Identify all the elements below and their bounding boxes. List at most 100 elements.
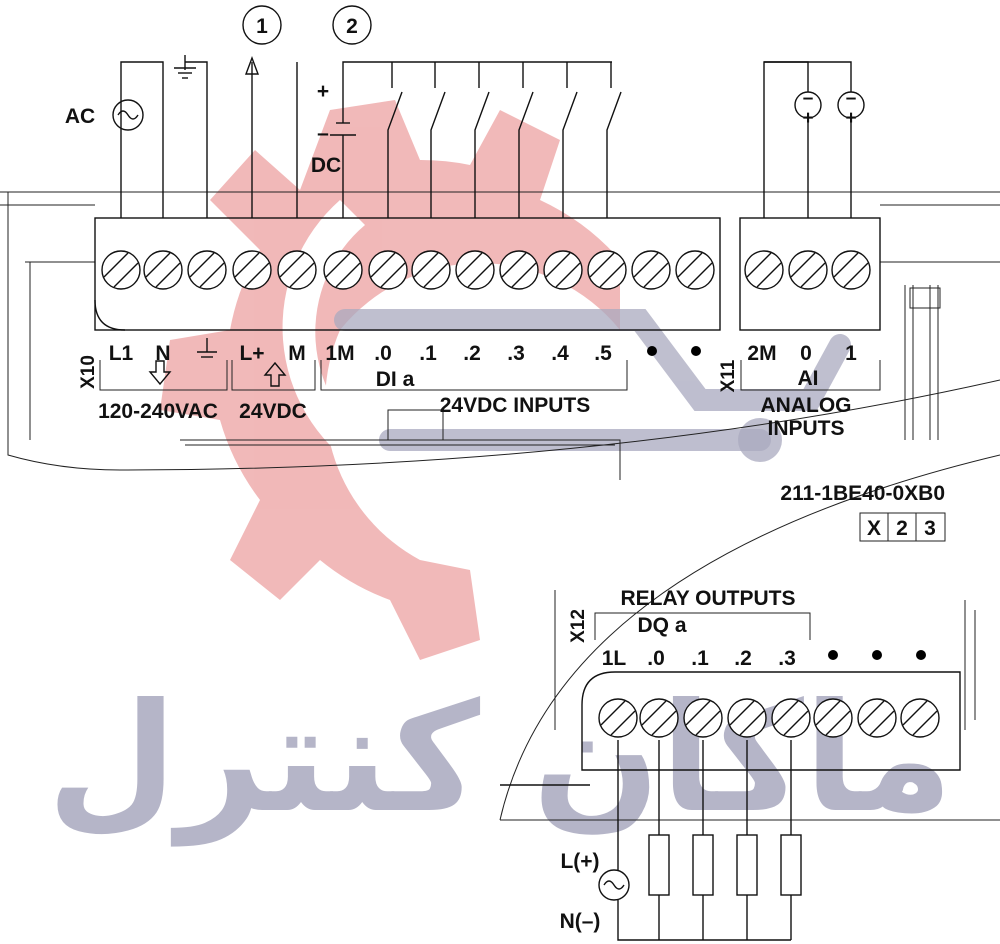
load-ac-wave-icon — [603, 880, 625, 890]
load-ac-source-icon — [598, 869, 630, 901]
screw-slot — [555, 262, 581, 288]
terminal-dq1: .1 — [691, 647, 709, 670]
ground-symbol-icon — [197, 338, 217, 358]
screw-slot — [599, 262, 625, 288]
terminal-ai0: 0 — [800, 342, 812, 365]
terminal-1M: 1M — [325, 342, 354, 365]
terminal-di5: .5 — [594, 342, 612, 365]
terminal-screw — [598, 698, 638, 738]
terminal-di1: .1 — [419, 342, 437, 365]
screw-slot — [113, 262, 139, 288]
ai-group-label-2: INPUTS — [767, 417, 844, 440]
screw-slot — [423, 262, 449, 288]
screw-slot — [199, 262, 225, 288]
screw-slot — [790, 252, 816, 278]
terminal-screw — [639, 698, 679, 738]
group-sensor-supply-label: 24VDC — [239, 400, 307, 423]
plc-housing — [0, 191, 1000, 821]
screw-slot — [589, 252, 615, 278]
di-group-label: 24VDC INPUTS — [440, 394, 591, 417]
terminal-di2: .2 — [463, 342, 481, 365]
callout-2 — [332, 5, 372, 45]
screw-slot — [189, 252, 215, 278]
svg-text:+: + — [845, 108, 856, 129]
screw-slot — [687, 262, 713, 288]
screw-slot — [773, 700, 799, 726]
x10-terminal-block — [94, 217, 721, 331]
screw-slot — [244, 262, 270, 288]
watermark-text: ماکان کنترل — [47, 672, 953, 847]
screw-slot — [651, 710, 677, 736]
ai-group-label-1: ANALOG — [761, 394, 852, 417]
screw-slot — [641, 700, 667, 726]
screw-slot — [859, 700, 885, 726]
screw-slot — [746, 252, 772, 278]
dq-sub-label: DQ a — [637, 614, 686, 637]
load-plus-label: L(+) — [560, 850, 599, 873]
load-wiring — [500, 740, 792, 941]
power-in-arrow-icon — [148, 360, 172, 386]
terminal-screw — [900, 698, 940, 738]
terminal-di3: .3 — [507, 342, 525, 365]
screw-slot — [800, 262, 826, 288]
svg-text:–: – — [846, 88, 857, 109]
screw-slot — [610, 710, 636, 736]
dc-plus: + — [317, 80, 329, 103]
terminal-screw — [277, 250, 317, 290]
screw-slot — [545, 252, 571, 278]
analog-wiring — [763, 61, 852, 218]
part-number: 211-1BE40-0XB0 — [780, 482, 945, 505]
input-switch-icon — [606, 62, 622, 218]
svg-text:–: – — [803, 88, 814, 109]
input-switch-icon — [562, 62, 578, 218]
version-cell: 2 — [896, 517, 908, 540]
group-brackets — [99, 360, 881, 391]
screw-slot — [677, 252, 703, 278]
x11-terminal-block — [739, 217, 881, 331]
screw-slot — [457, 252, 483, 278]
terminal-screw — [675, 250, 715, 290]
terminal-screw — [587, 250, 627, 290]
terminal-screw — [683, 698, 723, 738]
power-out-arrow-icon — [263, 361, 287, 387]
terminal-screw — [143, 250, 183, 290]
terminal-ai1: 1 — [845, 342, 857, 365]
terminal-Lplus: L+ — [239, 342, 264, 365]
x10-connector-id: X10 — [78, 355, 99, 389]
screw-slot — [756, 262, 782, 288]
screw-slot — [633, 252, 659, 278]
terminal-screw — [543, 250, 583, 290]
screw-slot — [729, 700, 755, 726]
screw-slot — [695, 710, 721, 736]
terminal-screw — [323, 250, 363, 290]
terminal-M: M — [288, 342, 306, 365]
version-cell: 3 — [924, 517, 936, 540]
terminal-screw — [727, 698, 767, 738]
screw-slot — [325, 252, 351, 278]
ai-group-sub-label: AI — [798, 367, 819, 390]
x12-terminal-block — [581, 671, 961, 771]
terminal-screw — [499, 250, 539, 290]
version-box: X 2 3 — [859, 512, 946, 542]
x12-screws — [598, 698, 940, 738]
terminal-screw — [411, 250, 451, 290]
screw-slot — [501, 252, 527, 278]
analog-sensor-icon: –+ –+ — [794, 88, 865, 129]
terminal-dq3: .3 — [778, 647, 796, 670]
x12-connector-id: X12 — [568, 609, 589, 643]
callout-2-text: 2 — [346, 15, 358, 38]
screw-slot — [380, 262, 406, 288]
screw-slot — [833, 252, 859, 278]
group-power-label: 120-240VAC — [98, 400, 218, 423]
screw-slot — [843, 262, 869, 288]
screw-slot — [413, 252, 439, 278]
screw-slot — [335, 262, 361, 288]
terminal-screw — [857, 698, 897, 738]
terminal-screw — [744, 250, 784, 290]
terminal-2M: 2M — [747, 342, 776, 365]
di-group-sub-label: DI a — [376, 368, 415, 391]
x10-screws — [101, 250, 715, 290]
screw-slot — [234, 252, 260, 278]
dc-minus: – — [317, 122, 329, 145]
terminal-screw — [831, 250, 871, 290]
